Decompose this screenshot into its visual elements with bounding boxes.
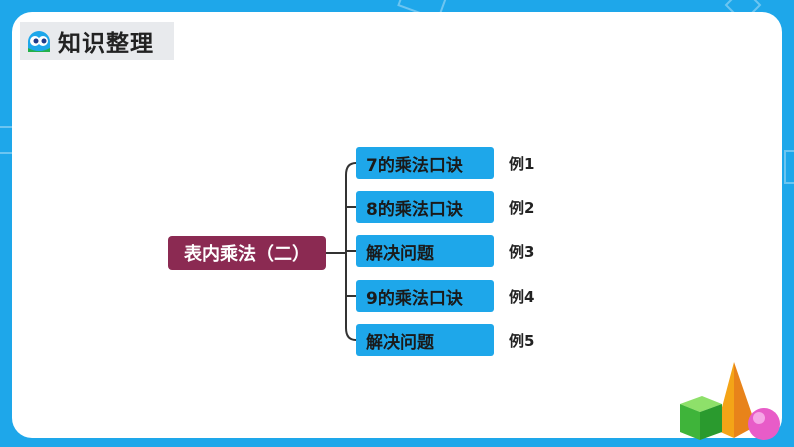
owl-logo-icon xyxy=(28,31,50,52)
example-tag-4: 例4 xyxy=(509,288,535,306)
example-tag-2: 例2 xyxy=(509,199,535,217)
child-node-1: 7的乘法口诀 xyxy=(356,147,494,179)
geometric-shapes-decoration xyxy=(680,362,780,440)
example-tag-3: 例3 xyxy=(509,243,535,261)
child-node-3: 解决问题 xyxy=(356,235,494,267)
section-header: 知识整理 xyxy=(20,22,174,60)
example-tag-5: 例5 xyxy=(509,332,535,350)
child-node-5: 解决问题 xyxy=(356,324,494,356)
deco-right-shape xyxy=(784,150,794,184)
example-tag-1: 例1 xyxy=(509,155,535,173)
child-node-2: 8的乘法口诀 xyxy=(356,191,494,223)
content-panel xyxy=(12,12,782,438)
header-title: 知识整理 xyxy=(58,31,154,57)
root-node: 表内乘法（二） xyxy=(168,236,326,270)
child-node-4: 9的乘法口诀 xyxy=(356,280,494,312)
